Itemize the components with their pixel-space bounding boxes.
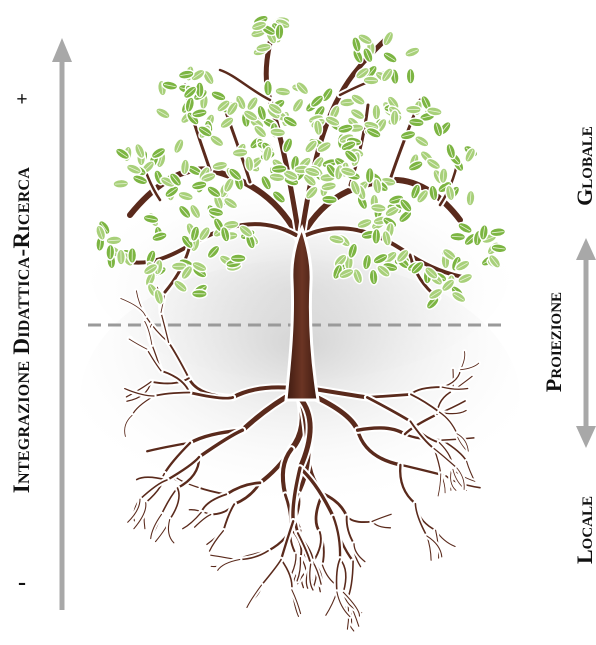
plus-sign: + xyxy=(16,89,27,112)
projection-double-arrow xyxy=(576,238,596,448)
local-label: Locale xyxy=(572,496,596,564)
left-axis-arrow xyxy=(52,38,72,610)
minus-sign: - xyxy=(18,570,26,597)
projection-label: Proiezione xyxy=(541,292,567,392)
integration-axis-label: Integrazione Didattica-Ricerca xyxy=(9,167,35,494)
global-label: Globale xyxy=(572,126,596,206)
